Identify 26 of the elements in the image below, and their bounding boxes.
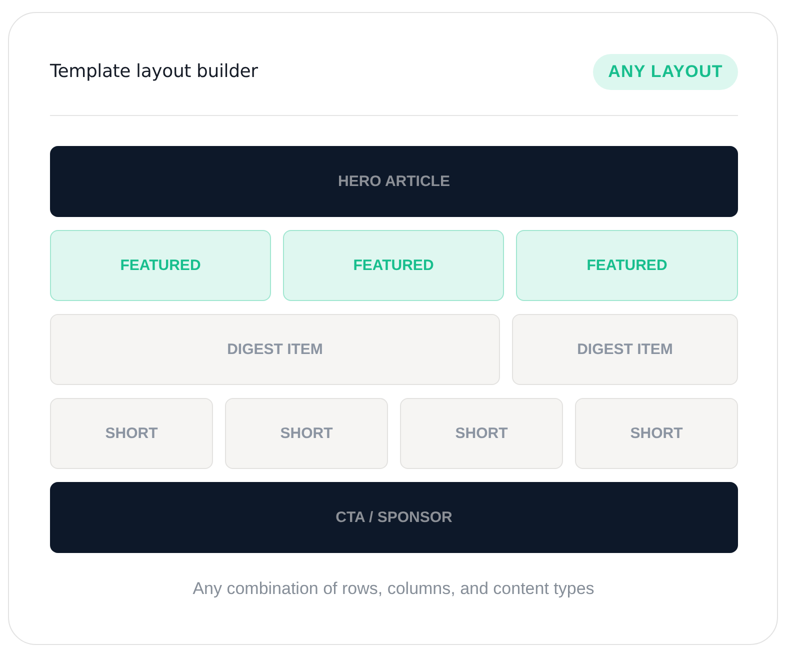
block-label: DIGEST ITEM [227, 341, 323, 358]
digest-block [512, 314, 738, 385]
heading: Template layout builder [50, 61, 258, 82]
block-label: SHORT [455, 425, 508, 442]
block-label: SHORT [105, 425, 158, 442]
block-label: FEATURED [120, 257, 201, 274]
tag-text: ANY LAYOUT [608, 62, 723, 82]
featured-block [50, 230, 271, 301]
block-label: DIGEST ITEM [577, 341, 673, 358]
featured-block [283, 230, 504, 301]
hero-block [50, 146, 738, 217]
short-block [400, 398, 563, 469]
featured-block [516, 230, 738, 301]
cta-block [50, 482, 738, 553]
short-block [575, 398, 738, 469]
caption-text: Any combination of rows, columns, and content types [192, 579, 594, 598]
short-block [50, 398, 213, 469]
block-label: SHORT [630, 425, 683, 442]
block-label: HERO ARTICLE [338, 173, 450, 190]
digest-block [50, 314, 500, 385]
block-label: CTA / SPONSOR [336, 509, 452, 526]
tag-pill [593, 54, 738, 90]
short-block [225, 398, 388, 469]
block-label: FEATURED [586, 257, 668, 274]
block-label: SHORT [280, 425, 333, 442]
block-label: FEATURED [353, 257, 434, 274]
